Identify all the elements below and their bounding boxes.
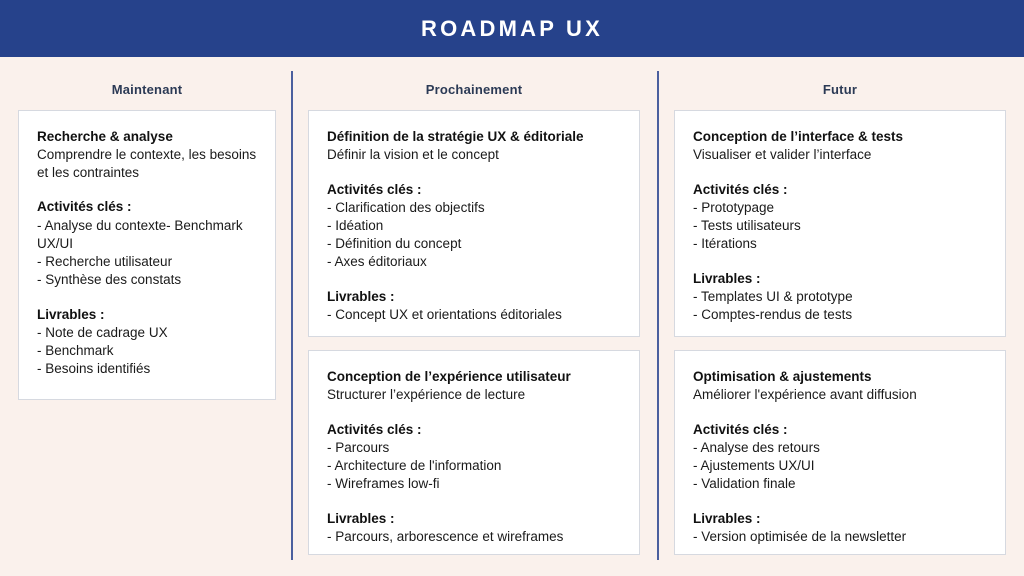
deliverables-label: Livrables : xyxy=(327,289,395,305)
columns-container: Maintenant Recherche & analyse Comprendr… xyxy=(0,57,1024,576)
column-title-maintenant: Maintenant xyxy=(111,82,183,97)
list-item: - Idéation xyxy=(327,217,384,233)
deliverables-list: - Note de cadrage UX - Benchmark - Besoi… xyxy=(37,324,257,378)
list-item: - Itérations xyxy=(693,235,757,251)
card-conception-interface[interactable]: Conception de l’interface & tests Visual… xyxy=(674,110,1006,337)
column-title-futur: Futur xyxy=(822,82,858,97)
activities-section: Activités clés : - Parcours - Architectu… xyxy=(327,421,621,493)
list-item: - Analyse du contexte- Benchmark UX/UI xyxy=(37,217,243,251)
activities-label: Activités clés : xyxy=(37,199,132,215)
activities-section: Activités clés : - Clarification des obj… xyxy=(327,181,621,271)
list-item: - Concept UX et orientations éditoriales xyxy=(327,307,562,323)
deliverables-section: Livrables : - Parcours, arborescence et … xyxy=(327,510,621,546)
list-item: - Clarification des objectifs xyxy=(327,199,485,215)
list-item: - Parcours, arborescence et wireframes xyxy=(327,529,564,545)
list-item: - Templates UI & prototype xyxy=(693,289,853,305)
list-item: - Recherche utilisateur xyxy=(37,253,173,269)
deliverables-section: Livrables : - Concept UX et orientations… xyxy=(327,288,621,324)
deliverables-section: Livrables : - Templates UI & prototype -… xyxy=(693,270,987,324)
activities-section: Activités clés : - Prototypage - Tests u… xyxy=(693,181,987,253)
activities-label: Activités clés : xyxy=(327,421,422,437)
deliverables-list: - Concept UX et orientations éditoriales xyxy=(327,306,621,324)
card-definition-strategie[interactable]: Définition de la stratégie UX & éditoria… xyxy=(308,110,640,337)
list-item: - Architecture de l'information xyxy=(327,457,502,473)
list-item: - Définition du concept xyxy=(327,235,462,251)
card-subtitle: Comprendre le contexte, les besoins et l… xyxy=(37,146,257,180)
activities-list: - Clarification des objectifs - Idéation… xyxy=(327,199,621,271)
deliverables-list: - Version optimisée de la newsletter xyxy=(693,528,987,546)
activities-section: Activités clés : - Analyse du contexte- … xyxy=(37,198,257,288)
list-item: - Comptes-rendus de tests xyxy=(693,307,853,323)
activities-list: - Parcours - Architecture de l'informati… xyxy=(327,439,621,493)
header-band: ROADMAP UX xyxy=(0,0,1024,57)
list-item: - Tests utilisateurs xyxy=(693,217,801,233)
column-title-prochainement: Prochainement xyxy=(425,82,523,97)
card-subtitle: Structurer l’expérience de lecture xyxy=(327,386,526,402)
activities-list: - Analyse du contexte- Benchmark UX/UI -… xyxy=(37,217,257,289)
card-optimisation-ajustements[interactable]: Optimisation & ajustements Améliorer l'e… xyxy=(674,350,1006,555)
list-item: - Prototypage xyxy=(693,199,775,215)
list-item: - Benchmark xyxy=(37,342,114,358)
card-subtitle: Définir la vision et le concept xyxy=(327,146,499,162)
deliverables-section: Livrables : - Note de cadrage UX - Bench… xyxy=(37,306,257,378)
activities-label: Activités clés : xyxy=(693,421,788,437)
column-maintenant: Maintenant Recherche & analyse Comprendr… xyxy=(18,57,276,576)
deliverables-label: Livrables : xyxy=(693,510,761,526)
deliverables-label: Livrables : xyxy=(693,270,761,286)
card-title: Recherche & analyse xyxy=(37,129,173,144)
card-subtitle: Améliorer l'expérience avant diffusion xyxy=(693,386,917,402)
list-item: - Parcours xyxy=(327,439,390,455)
list-item: - Axes éditoriaux xyxy=(327,253,427,269)
deliverables-section: Livrables : - Version optimisée de la ne… xyxy=(693,510,987,546)
list-item: - Version optimisée de la newsletter xyxy=(693,529,907,545)
column-prochainement: Prochainement Définition de la stratégie… xyxy=(308,57,640,576)
deliverables-list: - Parcours, arborescence et wireframes xyxy=(327,528,621,546)
list-item: - Wireframes low-fi xyxy=(327,475,440,491)
list-item: - Note de cadrage UX xyxy=(37,324,168,340)
page-title: ROADMAP UX xyxy=(421,15,603,41)
column-futur: Futur Conception de l’interface & tests … xyxy=(674,57,1006,576)
deliverables-list: - Templates UI & prototype - Comptes-ren… xyxy=(693,288,987,324)
activities-label: Activités clés : xyxy=(693,181,788,197)
card-subtitle: Visualiser et valider l’interface xyxy=(693,146,872,162)
list-item: - Ajustements UX/UI xyxy=(693,457,815,473)
column-divider-2 xyxy=(657,71,659,560)
list-item: - Validation finale xyxy=(693,475,796,491)
card-title: Optimisation & ajustements xyxy=(693,369,872,384)
column-divider-1 xyxy=(291,71,293,560)
card-title: Conception de l’expérience utilisateur xyxy=(327,369,571,384)
list-item: - Synthèse des constats xyxy=(37,271,182,287)
card-title: Définition de la stratégie UX & éditoria… xyxy=(327,129,584,144)
list-item: - Analyse des retours xyxy=(693,439,820,455)
deliverables-label: Livrables : xyxy=(327,510,395,526)
activities-list: - Analyse des retours - Ajustements UX/U… xyxy=(693,439,987,493)
card-recherche-analyse[interactable]: Recherche & analyse Comprendre le contex… xyxy=(18,110,276,400)
list-item: - Besoins identifiés xyxy=(37,361,151,377)
card-title: Conception de l’interface & tests xyxy=(693,129,904,144)
card-conception-experience[interactable]: Conception de l’expérience utilisateur S… xyxy=(308,350,640,555)
activities-list: - Prototypage - Tests utilisateurs - Ité… xyxy=(693,199,987,253)
activities-label: Activités clés : xyxy=(327,181,422,197)
activities-section: Activités clés : - Analyse des retours -… xyxy=(693,421,987,493)
deliverables-label: Livrables : xyxy=(37,306,105,322)
